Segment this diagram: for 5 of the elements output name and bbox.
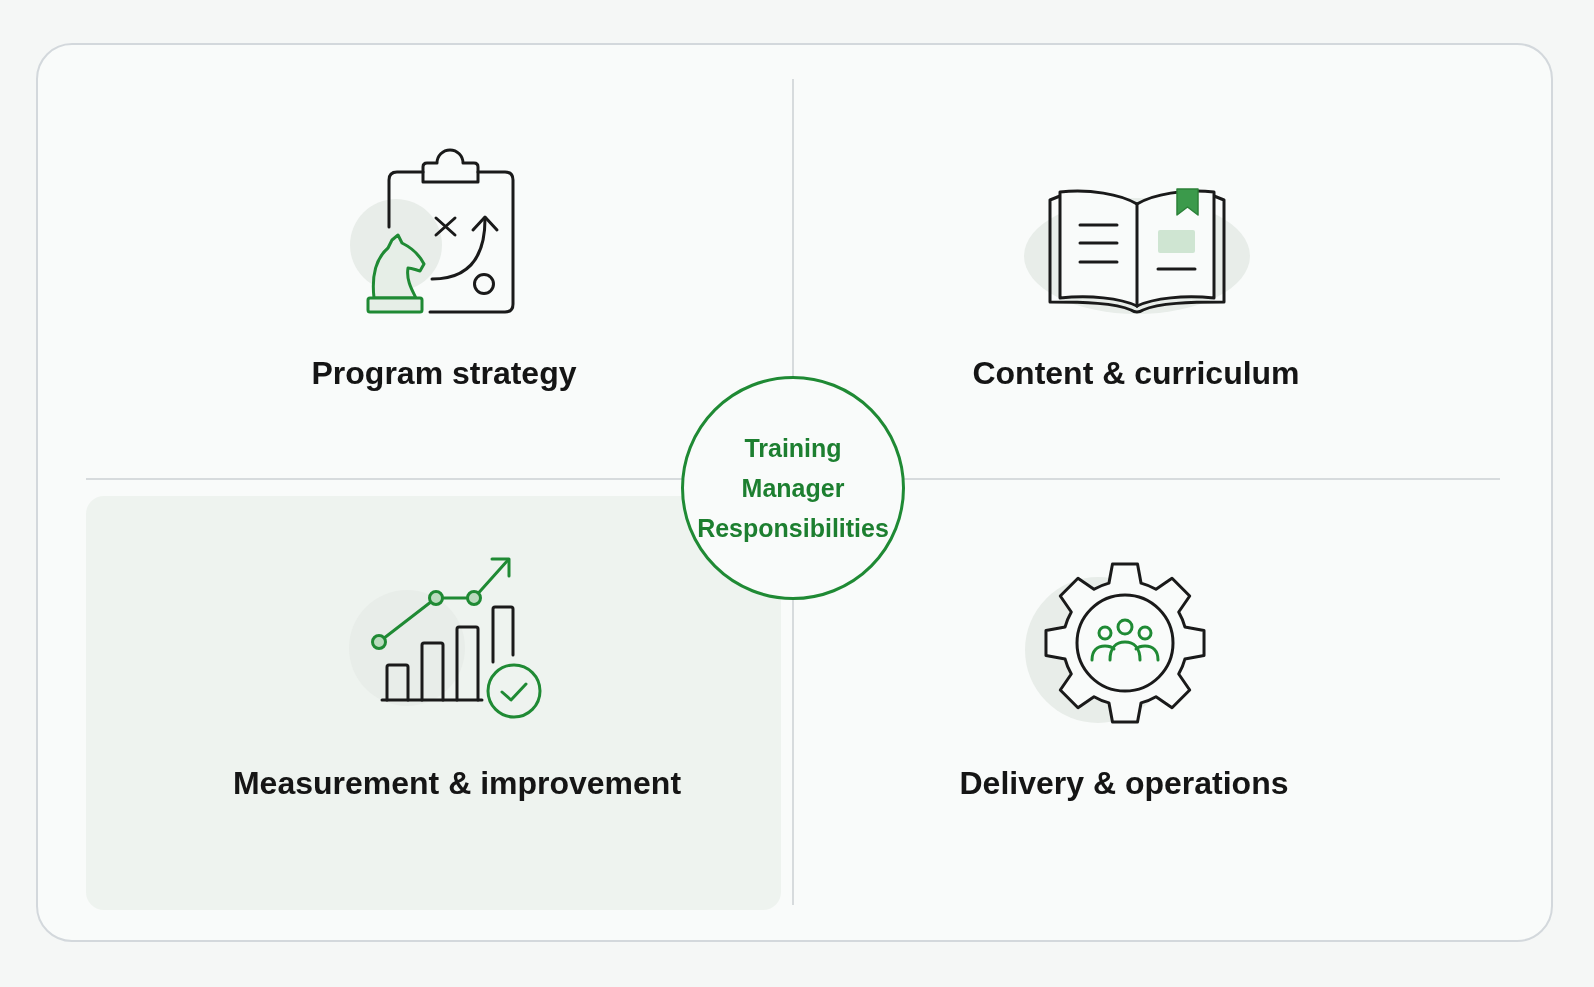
quadrant-title: Measurement & improvement bbox=[232, 764, 682, 803]
quadrant-title: Content & curriculum bbox=[972, 354, 1300, 393]
quadrant-title: Program strategy bbox=[311, 354, 577, 393]
quadrant-title: Delivery & operations bbox=[959, 764, 1289, 803]
circle-title: Training Manager Responsibilities bbox=[696, 433, 890, 544]
